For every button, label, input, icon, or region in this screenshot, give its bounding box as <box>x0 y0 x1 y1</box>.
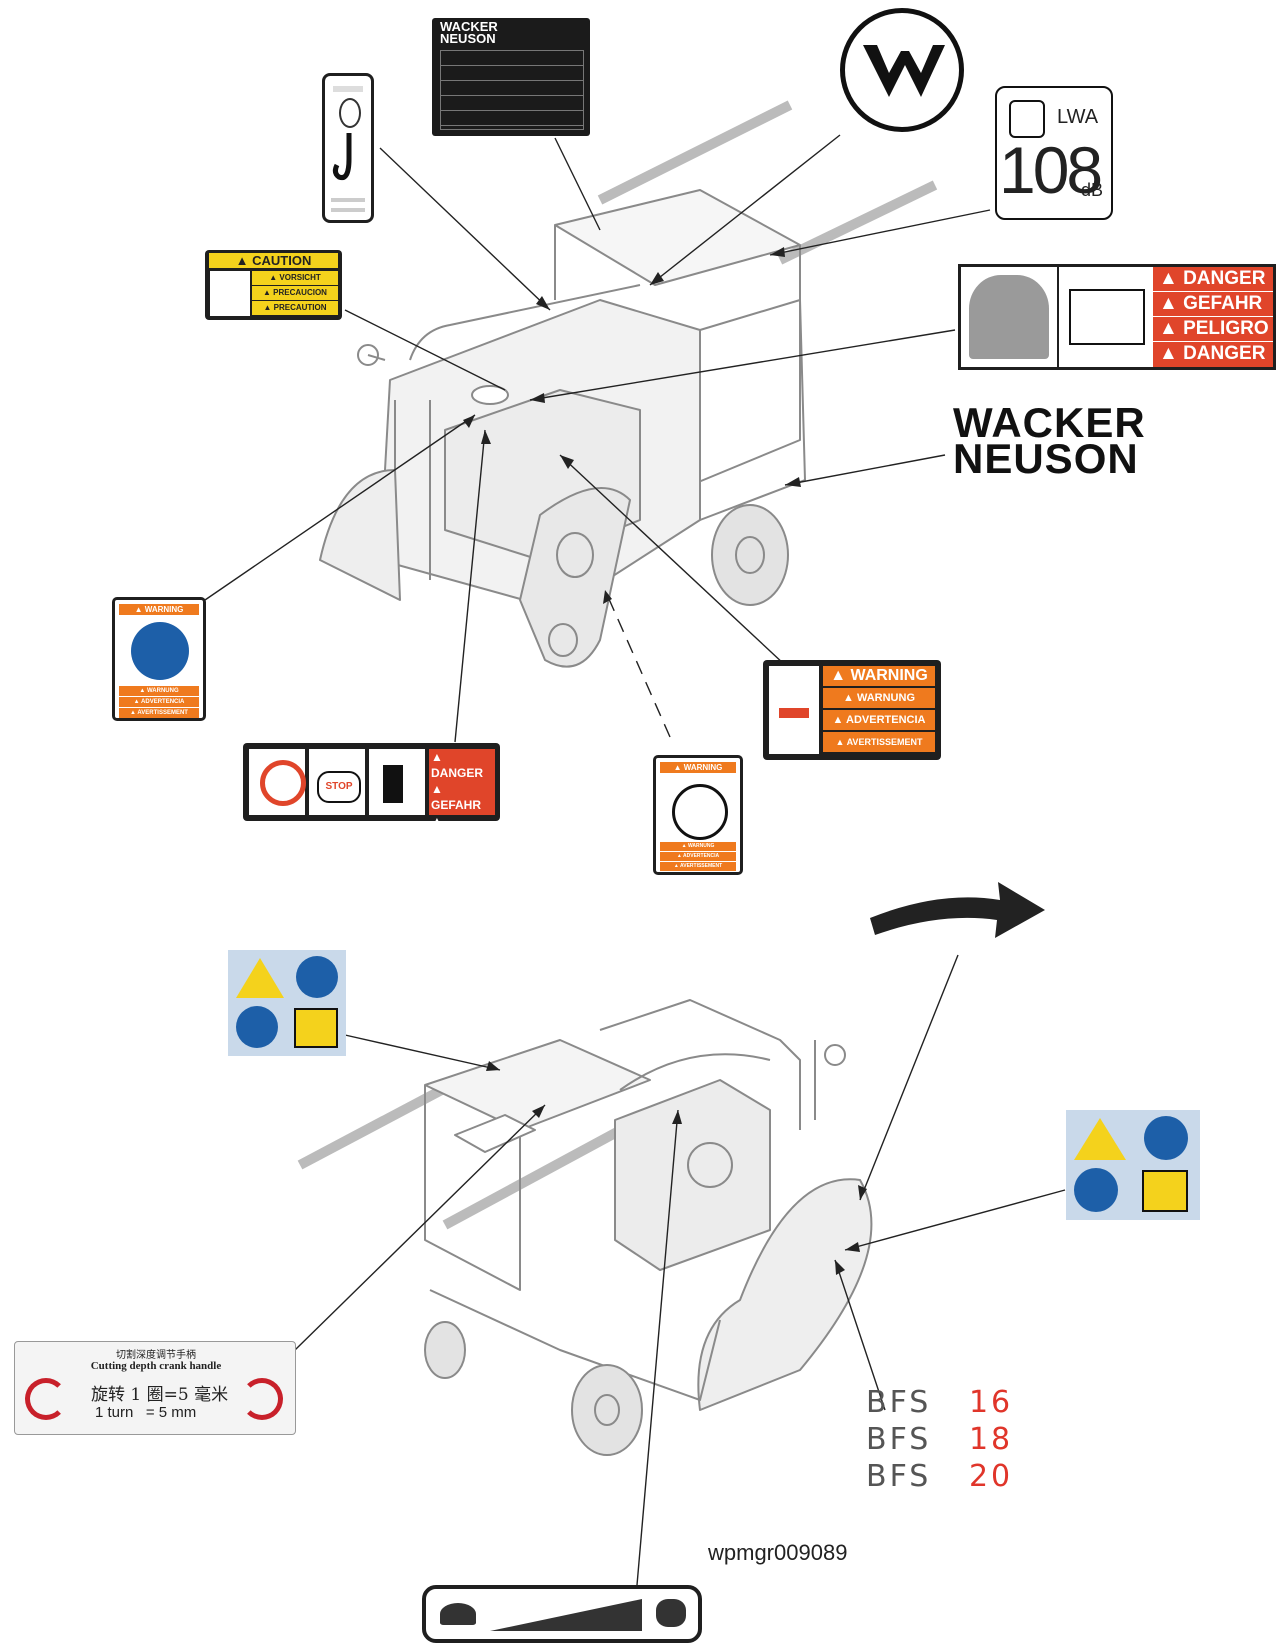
caution-row-1: ▲ VORSICHT <box>252 271 338 285</box>
wacker-w-logo <box>840 8 964 132</box>
model-size: 16 <box>968 1385 1014 1420</box>
warning-belt-row-2: ▲ WARNUNG <box>823 688 935 708</box>
crank-title-en: Cutting depth crank handle <box>90 1360 222 1372</box>
leader-lines <box>204 134 1066 1586</box>
warning-blade-decal: ▲ WARNING ▲ WARNUNG ▲ ADVERTENCIA ▲ AVER… <box>653 755 743 875</box>
danger-exhaust-decal: ▲ DANGER ▲ GEFAHR ▲ PELIGRO ▲ DANGER <box>958 264 1276 370</box>
model-name: BFS <box>866 1459 932 1494</box>
warning-belt-row-1: ▲ WARNING <box>823 666 935 686</box>
warning-mask-top: ▲ WARNING <box>119 604 199 615</box>
lower-saw-drawing <box>297 999 873 1456</box>
nameplate-brand-line2: NEUSON <box>440 31 496 46</box>
warning-belt-row-4: ▲ AVERTISSEMENT <box>823 732 935 752</box>
warning-mask-row-1: ▲ WARNUNG <box>119 686 199 696</box>
curved-arrow-icon <box>870 882 1045 938</box>
noise-level-decal: LWA 108 dB <box>995 86 1113 220</box>
turtle-slow-icon <box>440 1603 476 1625</box>
w-logo-icon <box>863 45 945 97</box>
read-manual-icon <box>296 956 338 998</box>
read-manual-icon <box>1144 1116 1188 1160</box>
warning-blade-row-2: ▲ ADVERTENCIA <box>660 852 736 861</box>
caution-row-2: ▲ PRECAUCION <box>252 286 338 300</box>
exhaust-person-icon <box>969 275 1049 359</box>
danger-fuel-row-1: ▲ DANGER <box>431 750 484 780</box>
warning-belt-decal: ▲ WARNING ▲ WARNUNG ▲ ADVERTENCIA ▲ AVER… <box>763 660 941 760</box>
danger-refuel-decal: STOP ▲ DANGER ▲ GEFAHR ▲ PELIGRO ▲ DANGE… <box>243 743 500 876</box>
model-name: BFS <box>866 1422 932 1457</box>
crank-title-cn: 切割深度调节手柄 <box>116 1350 196 1361</box>
manual-book-icon <box>1069 289 1145 345</box>
caution-title: ▲ CAUTION <box>209 253 338 268</box>
hearing-protection-icon <box>1074 1168 1118 1212</box>
warning-mask-row-2: ▲ ADVERTENCIA <box>119 697 199 707</box>
brand-logo-text: WACKER NEUSON <box>953 399 1146 482</box>
noise-value: 108 <box>999 133 1103 207</box>
upper-saw-drawing <box>319 100 938 668</box>
model-name: BFS <box>866 1385 932 1420</box>
nameplate-brand-line1: WACKER <box>440 19 498 34</box>
speaker-icon <box>1009 100 1045 138</box>
model-size: 20 <box>968 1459 1014 1494</box>
danger-main-row-2: ▲ GEFAHR <box>1153 291 1273 316</box>
lwa-label: LWA <box>1057 106 1099 128</box>
ppe-pictogram-decal-right <box>1066 1110 1200 1220</box>
cutting-depth-crank-decal: 切割深度调节手柄 Cutting depth crank handle 旋转 1… <box>14 1341 296 1435</box>
ppe-pictogram-decal-left <box>228 950 346 1056</box>
stop-label: STOP <box>317 771 361 803</box>
danger-main-row-3: ▲ PELIGRO <box>1153 316 1273 341</box>
rabbit-fast-icon <box>656 1599 686 1627</box>
warning-triangle-icon <box>236 958 284 998</box>
brand-line-1: WACKER <box>953 399 1146 446</box>
leader-arrowheads <box>463 247 867 1275</box>
danger-main-row-4: ▲ DANGER <box>1153 341 1273 366</box>
hook-icon <box>332 133 352 181</box>
manual-book-icon <box>210 271 250 316</box>
warning-mask-row-3: ▲ AVERTISSEMENT <box>119 708 199 718</box>
warning-belt-row-3: ▲ ADVERTENCIA <box>823 710 935 730</box>
model-label-row-2: BFS 18 <box>866 1421 1013 1458</box>
danger-main-row-1: ▲ DANGER <box>1153 267 1273 291</box>
warning-blade-row-1: ▲ WARNUNG <box>660 842 736 851</box>
warning-blade-top: ▲ WARNING <box>660 762 736 773</box>
warning-face-shield-decal: ▲ WARNING ▲ WARNUNG ▲ ADVERTENCIA ▲ AVER… <box>112 597 206 721</box>
arrow-up-icon <box>339 98 361 128</box>
caution-row-3: ▲ PRECAUTION <box>252 301 338 315</box>
eye-protection-icon <box>294 1008 338 1048</box>
crank-line-en: 1 turn = 5 mm <box>95 1404 197 1421</box>
model-labels: BFS 16 BFS 18 BFS 20 <box>866 1384 1013 1495</box>
throttle-speed-decal <box>422 1585 702 1643</box>
rotate-right-icon <box>241 1378 283 1420</box>
brand-line-2: NEUSON <box>953 435 1139 482</box>
model-label-row-1: BFS 16 <box>866 1384 1013 1421</box>
danger-fuel-row-3: ▲ PELIGRO <box>431 814 486 844</box>
figure-code: wpmgr009089 <box>708 1540 848 1565</box>
speed-ramp-icon <box>490 1599 642 1631</box>
hearing-protection-icon <box>236 1006 278 1048</box>
face-shield-icon <box>131 622 189 680</box>
noise-unit: dB <box>1081 180 1104 200</box>
blade-hand-icon <box>672 784 728 840</box>
warning-triangle-icon <box>1074 1118 1126 1160</box>
eye-protection-icon <box>1142 1170 1188 1212</box>
model-label-row-3: BFS 20 <box>866 1458 1013 1495</box>
warning-blade-row-3: ▲ AVERTISSEMENT <box>660 862 736 871</box>
lifting-point-decal <box>322 73 374 223</box>
crank-line-cn: 旋转 1 圈=5 毫米 <box>91 1385 229 1405</box>
danger-fuel-row-4: ▲ DANGER <box>431 846 484 876</box>
rotate-left-icon <box>25 1378 67 1420</box>
model-size: 18 <box>968 1422 1014 1457</box>
serial-nameplate: WACKER NEUSON <box>432 18 590 136</box>
danger-fuel-row-2: ▲ GEFAHR <box>431 782 482 812</box>
caution-decal: ▲ CAUTION ▲ VORSICHT ▲ PRECAUCION ▲ PREC… <box>205 250 342 320</box>
